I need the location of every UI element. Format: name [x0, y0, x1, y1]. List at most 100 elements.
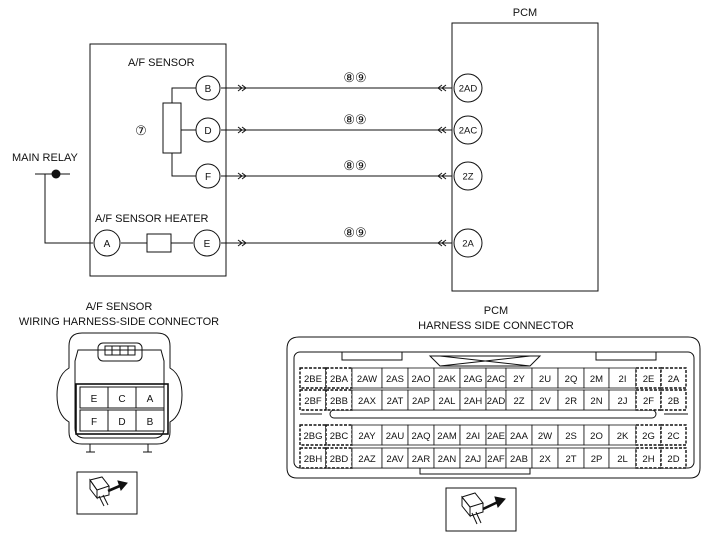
pcm-connector-cell-label: 2D [667, 454, 679, 465]
pcm-connector-cell-label: 2J [617, 396, 627, 407]
af-connector-cell-label: A [147, 394, 154, 405]
pcm-view-direction-icon [445, 487, 517, 532]
pcm-connector-cell-label: 2B [668, 396, 680, 407]
pcm-pin-label: 2AD [459, 84, 478, 95]
pcm-connector-cell-label: 2AY [358, 431, 376, 442]
pcm-connector-cell-label: 2BE [304, 374, 322, 385]
af-sensor-label: A/F SENSOR [128, 57, 195, 69]
connector-mark-sensor-side [237, 126, 247, 134]
pcm-connector-cell [660, 447, 687, 469]
pcm-connector-body [286, 336, 701, 479]
pcm-connector-cell-label: 2AB [510, 454, 528, 465]
connector-mark-pcm-side [437, 172, 447, 180]
af-connector-title-line2: WIRING HARNESS-SIDE CONNECTOR [19, 316, 219, 328]
heater-element [146, 233, 172, 253]
af-connector-cell [135, 386, 165, 409]
af-connector-pin-grid [75, 383, 169, 435]
pcm-title: PCM [513, 7, 537, 19]
pcm-connector-cell-label: 2BF [304, 396, 322, 407]
sensor-pin-D [195, 117, 221, 143]
pcm-connector-cell-label: 2U [539, 374, 551, 385]
pcm-connector-cell-label: 2BH [304, 454, 323, 465]
pcm-connector-cell-label: 2AQ [411, 431, 430, 442]
connector-mark-sensor-side [237, 172, 247, 180]
pcm-connector-cell-label: 2AK [438, 374, 457, 385]
pcm-pin-label: 2A [462, 239, 474, 250]
af-view-direction-icon [76, 471, 138, 515]
af-connector-cell-label: E [91, 394, 98, 405]
pcm-pin-2AD [453, 73, 483, 103]
pcm-connector-cell [635, 447, 662, 469]
pcm-connector-cell-label: 2AN [438, 454, 457, 465]
pcm-connector-cell-label: 2AT [387, 396, 404, 407]
sensor-internal-wires [171, 87, 196, 177]
pcm-connector-cell-label: 2BA [330, 374, 349, 385]
pcm-connector-cell [660, 424, 687, 446]
pcm-connector-cell-label: 2M [590, 374, 603, 385]
pcm-connector-title-line1: PCM [484, 305, 508, 317]
connector-mark-sensor-side [237, 84, 247, 92]
pcm-connector-cell-label: 2K [617, 431, 629, 442]
pcm-pin-2Z [453, 161, 483, 191]
pcm-connector-cell-label: 2AJ [465, 454, 482, 465]
af-connector-cell-label: D [118, 417, 125, 428]
af-connector-title-line1: A/F SENSOR [86, 301, 153, 313]
pcm-connector-cell-label: 2AW [357, 374, 377, 385]
pcm-connector-cell-label: 2AL [439, 396, 456, 407]
connector-mark-pcm-side [437, 126, 447, 134]
heater-pin-label: E [204, 239, 211, 250]
pcm-connector-cell-label: 2AR [412, 454, 431, 465]
pcm-connector-cell-label: 2Q [565, 374, 578, 385]
pcm-connector-title-line2: HARNESS SIDE CONNECTOR [418, 320, 574, 332]
main-relay-wire [35, 173, 93, 244]
pcm-connector-cell-label: 2I [619, 374, 627, 385]
af-connector-cell [135, 409, 165, 432]
pcm-connector-cell-label: 2Y [513, 374, 525, 385]
pcm-box [451, 22, 599, 292]
pcm-connector-cell [635, 389, 662, 411]
pcm-connector-cell [635, 424, 662, 446]
sensor-pin-label: D [204, 126, 211, 137]
connector-mark-pcm-side [437, 239, 447, 247]
pcm-connector-cell-label: 2S [565, 431, 577, 442]
heater-pin-A [93, 229, 121, 257]
pcm-connector-cell-label: 2Z [513, 396, 524, 407]
pcm-connector-cell-label: 2AH [464, 396, 483, 407]
pcm-connector-cell-label: 2AZ [358, 454, 376, 465]
pcm-connector-cell-label: 2H [642, 454, 654, 465]
pcm-connector-cell-label: 2P [591, 454, 603, 465]
wire-ref-marker: ⑧⑨ [343, 158, 366, 173]
af-connector-cell-label: C [118, 394, 125, 405]
pcm-pin-2AC [453, 115, 483, 145]
heater-pin-label: A [104, 239, 111, 250]
main-relay-label: MAIN RELAY [12, 152, 78, 164]
pcm-connector-cell-label: 2A [668, 374, 680, 385]
pcm-connector-cell-label: 2L [617, 454, 628, 465]
pcm-connector-cell-label: 2X [539, 454, 551, 465]
pcm-pin-label: 2AC [459, 126, 478, 137]
pcm-connector-cell-label: 2BC [330, 431, 349, 442]
sensor-element [162, 102, 182, 154]
af-connector-cell-label: B [147, 417, 154, 428]
sensor-pin-label: F [205, 172, 211, 183]
pcm-connector-cell-label: 2T [565, 454, 576, 465]
pcm-connector-cell [660, 367, 687, 389]
pcm-connector-cell-label: 2C [667, 431, 679, 442]
pcm-connector-cell-label: 2O [590, 431, 603, 442]
sensor-pin-B [195, 75, 221, 101]
af-sensor-module-box [89, 43, 227, 277]
pcm-connector-cell-label: 2AC [487, 374, 506, 385]
pcm-connector-cell [635, 367, 662, 389]
connector-mark-pcm-side [437, 84, 447, 92]
connector-mark-sensor-side [237, 239, 247, 247]
pcm-connector-cell-label: 2V [539, 396, 551, 407]
pcm-connector-cell-label: 2AO [411, 374, 430, 385]
pcm-connector-cell-label: 2AA [510, 431, 529, 442]
af-sensor-heater-label: A/F SENSOR HEATER [95, 213, 209, 225]
